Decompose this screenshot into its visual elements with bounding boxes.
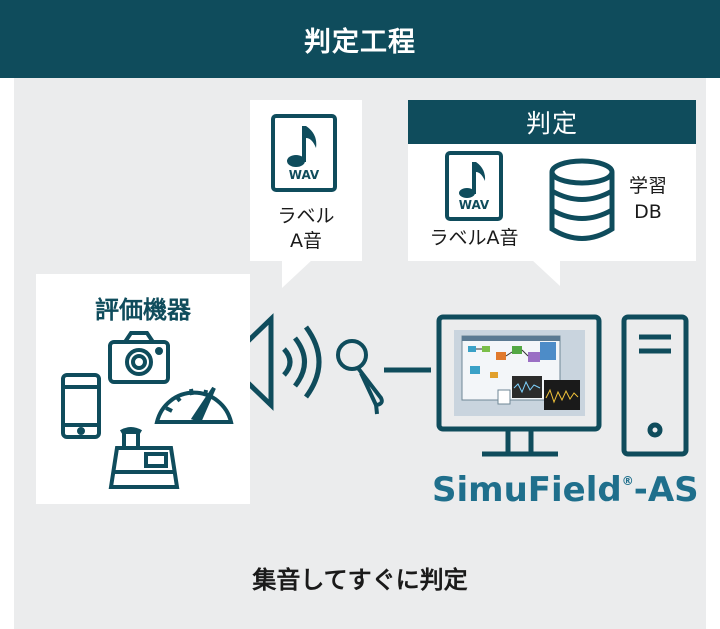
wav-tag: WAV [458, 198, 490, 212]
music-note-icon [459, 162, 486, 198]
learning-db-line1: 学習 [628, 175, 667, 197]
database-icon [549, 158, 615, 241]
smartphone-icon [61, 373, 101, 439]
gauge-icon [154, 386, 234, 424]
judgement-title: 判定 [408, 100, 696, 144]
right-border [706, 78, 720, 629]
label-sound-line1: ラベル [277, 205, 335, 227]
label-sound-line2: A音 [290, 230, 322, 252]
label-sound-text: ラベルA音 [429, 227, 519, 249]
left-border [0, 78, 14, 629]
camera-icon [108, 331, 170, 384]
caption: 集音してすぐに判定 [252, 566, 468, 594]
music-file-icon [271, 114, 337, 192]
monitor-icon [436, 314, 602, 457]
registered-mark: ® [621, 474, 634, 488]
product-logo: SimuField®-AS [432, 470, 702, 510]
bubble-right-tail [532, 260, 560, 286]
music-file-icon [445, 151, 503, 221]
screen-content [454, 330, 585, 416]
judgement-title-text: 判定 [525, 109, 578, 138]
music-note-icon [287, 126, 317, 167]
pc-tower-icon [621, 314, 689, 457]
wav-tag: WAV [288, 168, 320, 182]
product-name: SimuField [432, 470, 622, 510]
telephone-icon [108, 427, 180, 489]
devices-title: 評価機器 [95, 296, 191, 324]
page-title-text: 判定工程 [304, 26, 416, 58]
learning-db-line2: DB [634, 201, 662, 223]
microphone-icon [336, 339, 384, 415]
product-suffix: -AS [633, 470, 699, 510]
bubble-left-tail [282, 260, 312, 288]
page-title: 判定工程 [0, 0, 720, 78]
